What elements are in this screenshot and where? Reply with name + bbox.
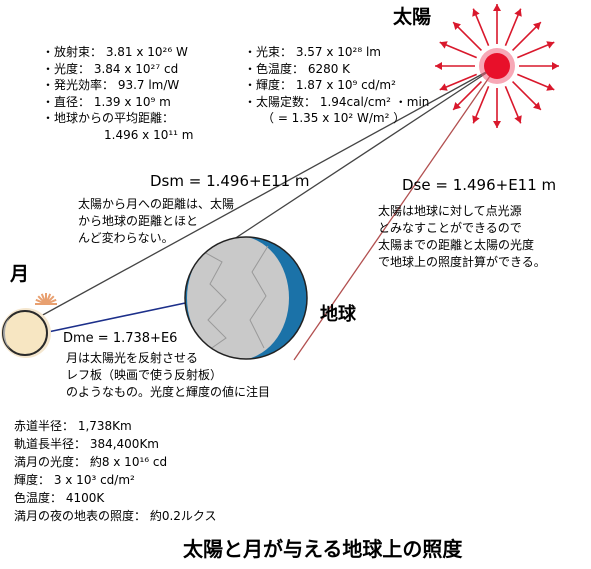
sun-ray-arrowhead [533,22,541,30]
earth-globe [185,237,307,359]
moon-specs: 赤道半径： 1,738Km 軌道長半径： 384,400Km 満月の光度： 約8… [14,417,217,525]
sun-ray-arrowhead [435,62,442,70]
sun-moon-line [29,65,498,323]
figure-title: 太陽と月が与える地球上の照度 [183,537,463,561]
sun-ray-arrowhead [439,41,448,49]
moon-spec-intensity: 満月の光度： 約8 x 10¹⁶ cd [14,455,168,469]
sun-label: 太陽 [393,6,432,28]
sun-ray-arrowhead [472,115,480,124]
dse-label: Dse = 1.496+E11 m [402,176,557,194]
sun-spec-efficacy: ・発光効率： 93.7 lm/W [42,78,180,92]
earth-outline [184,236,308,360]
sun-spec-solar-constant-si: （ = 1.35 x 10² W/m² ） [262,111,406,125]
sun-moon-note: 太陽から月への距離は、太陽 から地球の距離とほと んど変わらない。 [78,197,235,245]
moon-disk [2,310,48,356]
sun-earth-line [293,65,498,361]
moon-label: 月 [10,263,30,285]
sun-ray-arrowhead [514,115,522,124]
sun-ray-arrowhead [546,41,555,49]
sun-spec-luminous-flux: ・光束： 3.57 x 10²⁸ lm [244,45,381,59]
sun-ray-arrowhead [493,121,501,128]
sun-earth-top-line [227,65,498,244]
dme-label: Dme = 1.738+E6 [63,331,178,346]
sun-ray-arrowhead [514,8,522,17]
sun-ray-arrowhead [546,83,555,91]
dsm-label: Dsm = 1.496+E11 m [150,172,310,190]
moon-reflector-note: 月は太陽光を反射させる レフ板（映画で使う反射板） のようなもの。光度と輝度の値… [66,351,271,399]
sun-spec-luminous-intensity: ・光度： 3.84 x 10²⁷ cd [42,61,179,76]
sun-spec-distance-value: 1.496 x 10¹¹ m [104,127,194,142]
earth-moon-line [47,301,191,333]
moon-spec-radius: 赤道半径： 1,738Km [14,419,132,433]
moon-spec-color-temp: 色温度： 4100K [14,491,105,505]
sun-specs-left: ・放射束： 3.81 x 10²⁶ W ・光度： 3.84 x 10²⁷ cd … [42,44,193,143]
sun-ray-arrowhead [453,22,461,30]
moon-ray-fan [35,293,57,305]
sun-earth-note: 太陽は地球に対して点光源 とみなすことができるので 太陽までの距離と太陽の光度 … [378,204,546,269]
sun-ray-arrowhead [439,83,448,91]
sun-spec-radiant-flux: ・放射束： 3.81 x 10²⁶ W [42,45,188,59]
sun-ray-arrowhead [533,102,541,110]
sun-spec-color-temp: ・色温度： 6280 K [244,61,351,76]
sun-ray-arrowhead [472,8,480,17]
sun-ray-arrowhead [493,4,501,11]
sun-specs-right: ・光束： 3.57 x 10²⁸ lm ・色温度： 6280 K ・輝度： 1.… [244,44,429,127]
sun-core [484,53,510,79]
sun-spec-diameter: ・直径： 1.39 x 10⁹ m [42,94,171,109]
moon-spec-luminance: 輝度： 3 x 10³ cd/m² [14,473,135,487]
moon-spec-illuminance: 満月の夜の地表の照度： 約0.2ルクス [14,509,217,523]
sun-spec-solar-constant: ・太陽定数： 1.94cal/cm² ・min [244,94,430,109]
earth-label: 地球 [320,304,356,325]
sun-rays [435,4,559,128]
sun-ray-arrowhead [453,102,461,110]
sun-ray-arrowhead [552,62,559,70]
moon-spec-orbit: 軌道長半径： 384,400Km [14,437,159,451]
moon-shadow [3,317,10,349]
sun-spec-distance-label: ・地球からの平均距離： [42,111,175,125]
sun-spec-luminance: ・輝度： 1.87 x 10⁹ cd/m² [244,78,396,92]
